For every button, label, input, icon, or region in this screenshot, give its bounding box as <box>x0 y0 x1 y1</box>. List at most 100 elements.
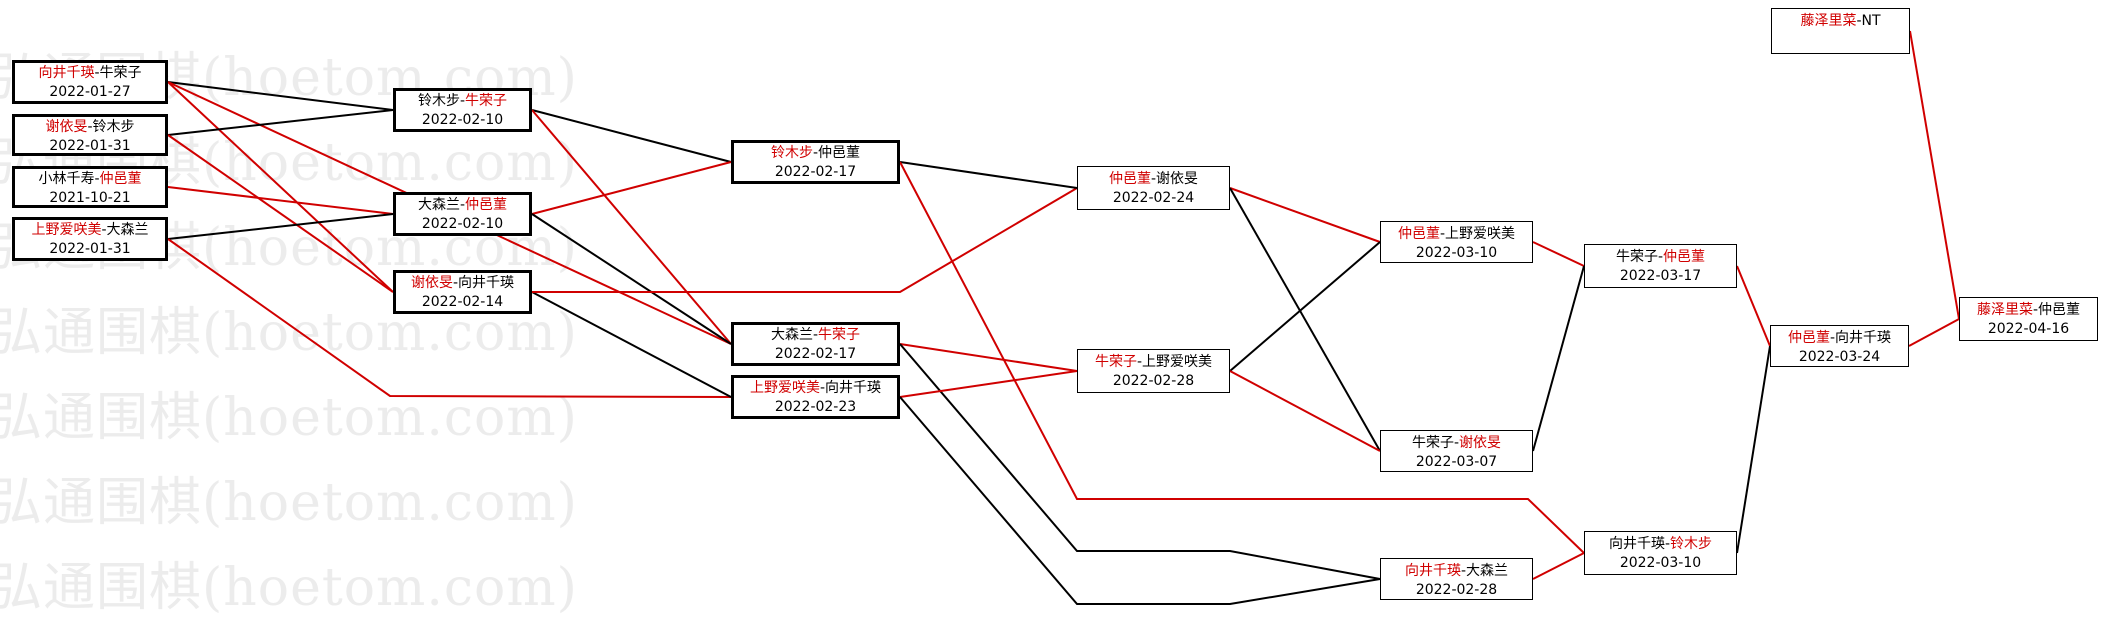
player-2: 牛荣子 <box>818 327 861 343</box>
player-1: 大森兰 <box>417 197 460 213</box>
match-box[interactable]: 藤泽里菜-仲邑菫 2022-04-16 <box>1959 297 2098 341</box>
player-1: 藤泽里菜 <box>1800 13 1857 29</box>
player-1: 向井千瑛 <box>38 65 95 81</box>
bracket-connector-win <box>167 134 394 293</box>
bracket-connector-loss <box>1736 345 1771 554</box>
match-box[interactable]: 仲邑菫-向井千瑛 2022-03-24 <box>1770 325 1909 367</box>
match-box[interactable]: 牛荣子-上野爱咲美 2022-02-28 <box>1077 349 1230 393</box>
bracket-connector-win <box>1909 30 1960 320</box>
player-2: 仲邑菫 <box>99 171 142 187</box>
bracket-connector-loss <box>531 213 732 345</box>
player-2: 牛荣子 <box>465 93 508 109</box>
player-2: 大森兰 <box>1466 563 1509 579</box>
bracket-connector-loss <box>531 109 732 163</box>
bracket-connector-win <box>167 81 394 293</box>
bracket-connector-win <box>1532 241 1585 267</box>
player-1: 小林千寿 <box>38 171 95 187</box>
match-box[interactable]: 仲邑菫-谢依旻 2022-02-24 <box>1077 166 1230 210</box>
bracket-connector-loss <box>899 396 1381 605</box>
player-2: NT <box>1861 13 1881 29</box>
match-box[interactable]: 铃木步-牛荣子 2022-02-10 <box>393 88 532 132</box>
player-2: 上野爱咲美 <box>1142 354 1213 370</box>
match-date: 2022-02-28 <box>1415 582 1498 598</box>
match-date: 2022-03-24 <box>1798 349 1881 365</box>
match-box[interactable]: 谢依旻-铃木步 2022-01-31 <box>12 114 168 156</box>
player-2: 大森兰 <box>106 222 149 238</box>
bracket-connector-win <box>899 370 1078 398</box>
player-2: 铃木步 <box>1670 536 1713 552</box>
match-date: 2022-02-10 <box>421 216 504 232</box>
player-1: 大森兰 <box>770 327 813 343</box>
bracket-connector-loss <box>899 343 1381 580</box>
player-1: 仲邑菫 <box>1787 330 1830 346</box>
bracket-connector-win <box>167 186 394 215</box>
match-box[interactable]: 向井千瑛-牛荣子 2022-01-27 <box>12 60 168 104</box>
bracket-connector-win <box>1229 187 1381 243</box>
match-date: 2022-03-10 <box>1415 245 1498 261</box>
player-2: 仲邑菫 <box>465 197 508 213</box>
bracket-connector-win <box>532 187 1078 293</box>
player-2: 仲邑菫 <box>1663 249 1706 265</box>
bracket-connector-win <box>1229 370 1381 452</box>
bracket-connector-win <box>1532 552 1585 580</box>
bracket-connector-win <box>899 161 1585 554</box>
match-box[interactable]: 上野爱咲美-向井千瑛 2022-02-23 <box>731 375 900 419</box>
match-box[interactable]: 小林千寿-仲邑菫 2021-10-21 <box>12 166 168 208</box>
bracket-connector-loss <box>167 81 394 111</box>
match-date: 2022-02-14 <box>421 294 504 310</box>
bracket-connector-win <box>899 343 1078 372</box>
player-2: 向井千瑛 <box>1835 330 1892 346</box>
player-1: 藤泽里菜 <box>1976 302 2033 318</box>
player-2: 谢依旻 <box>1156 171 1199 187</box>
match-date: 2021-10-21 <box>49 190 131 206</box>
match-date: 2022-02-28 <box>1112 373 1195 389</box>
match-box[interactable]: 仲邑菫-上野爱咲美 2022-03-10 <box>1380 221 1533 263</box>
player-1: 牛荣子 <box>1411 435 1454 451</box>
match-box[interactable]: 铃木步-仲邑菫 2022-02-17 <box>731 140 900 184</box>
bracket-connector-win <box>531 109 732 345</box>
player-2: 仲邑菫 <box>2038 302 2081 318</box>
player-1: 仲邑菫 <box>1397 226 1440 242</box>
match-date: 2022-04-16 <box>1987 321 2070 337</box>
player-1: 谢依旻 <box>45 119 88 135</box>
match-date: 2022-01-31 <box>49 241 131 257</box>
match-box[interactable]: 牛荣子-谢依旻 2022-03-07 <box>1380 430 1533 472</box>
match-date: 2022-03-07 <box>1415 454 1498 470</box>
match-box[interactable]: 藤泽里菜-NT <box>1771 8 1910 54</box>
match-box[interactable]: 向井千瑛-铃木步 2022-03-10 <box>1584 531 1737 575</box>
bracket-connector-loss <box>899 161 1078 189</box>
match-date: 2022-01-27 <box>49 84 131 100</box>
player-1: 谢依旻 <box>410 275 453 291</box>
bracket-connector-loss <box>167 213 394 240</box>
match-box[interactable]: 谢依旻-向井千瑛 2022-02-14 <box>393 270 532 314</box>
player-1: 牛荣子 <box>1094 354 1137 370</box>
match-box[interactable]: 牛荣子-仲邑菫 2022-03-17 <box>1584 244 1737 288</box>
match-date: 2022-01-31 <box>49 138 131 154</box>
match-date: 2022-02-17 <box>774 346 857 362</box>
player-1: 铃木步 <box>770 145 813 161</box>
match-box[interactable]: 大森兰-仲邑菫 2022-02-10 <box>393 192 532 236</box>
player-1: 铃木步 <box>417 93 460 109</box>
match-date: 2022-02-24 <box>1112 190 1195 206</box>
player-2: 谢依旻 <box>1459 435 1502 451</box>
match-date: 2022-03-10 <box>1619 555 1702 571</box>
match-box[interactable]: 向井千瑛-大森兰 2022-02-28 <box>1380 558 1533 600</box>
player-1: 向井千瑛 <box>1404 563 1461 579</box>
player-2: 铃木步 <box>92 119 135 135</box>
match-box[interactable]: 大森兰-牛荣子 2022-02-17 <box>731 322 900 366</box>
player-2: 仲邑菫 <box>818 145 861 161</box>
player-1: 牛荣子 <box>1615 249 1658 265</box>
player-2: 上野爱咲美 <box>1445 226 1516 242</box>
match-box[interactable]: 上野爱咲美-大森兰 2022-01-31 <box>12 217 168 261</box>
player-1: 上野爱咲美 <box>749 380 820 396</box>
bracket-connector-loss <box>1229 187 1381 452</box>
bracket-connector-win <box>1736 265 1771 347</box>
player-2: 向井千瑛 <box>825 380 882 396</box>
player-2: 向井千瑛 <box>458 275 515 291</box>
bracket-connector-loss <box>531 291 732 398</box>
match-date: 2022-02-23 <box>774 399 857 415</box>
player-1: 仲邑菫 <box>1108 171 1151 187</box>
bracket-connector-win <box>1908 318 1960 347</box>
player-1: 向井千瑛 <box>1608 536 1665 552</box>
